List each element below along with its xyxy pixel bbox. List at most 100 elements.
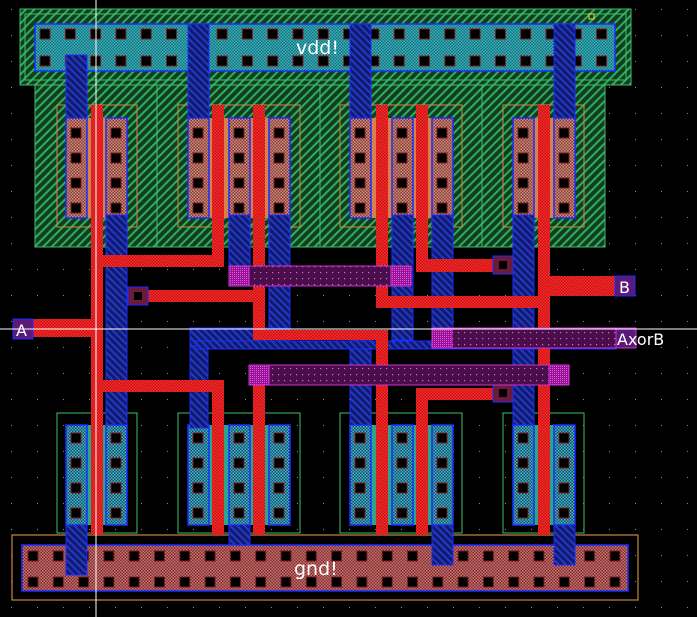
contact (78, 576, 90, 588)
origin-marker (588, 13, 595, 20)
contact (192, 152, 204, 164)
contact (280, 576, 292, 588)
contact (292, 28, 304, 40)
contact (70, 482, 82, 494)
contact (508, 550, 520, 562)
contact (354, 507, 366, 519)
contact (381, 576, 393, 588)
contact (27, 576, 39, 588)
contact (70, 177, 82, 189)
contact (305, 550, 317, 562)
contact (558, 202, 570, 214)
contact (192, 202, 204, 214)
contact (128, 550, 140, 562)
contact (407, 576, 418, 588)
contact (110, 432, 122, 444)
contact (64, 28, 76, 40)
pin-out-box[interactable] (615, 327, 637, 349)
contact (508, 576, 520, 588)
contact (273, 127, 285, 139)
contact (166, 28, 177, 40)
contact (140, 28, 152, 40)
contact (558, 482, 570, 494)
contact (70, 457, 82, 469)
poly-layer[interactable] (13, 105, 628, 535)
contact (267, 28, 279, 40)
contact (457, 576, 469, 588)
contact (396, 432, 408, 444)
pin-b-box[interactable] (614, 275, 636, 297)
contact (517, 202, 529, 214)
contact (204, 550, 216, 562)
contact (255, 576, 267, 588)
contact (70, 507, 82, 519)
contact (469, 28, 481, 40)
contact (216, 28, 228, 40)
contact (233, 432, 245, 444)
contact (52, 550, 64, 562)
contact (255, 550, 267, 562)
contact (233, 457, 245, 469)
contact (128, 576, 140, 588)
contact (354, 127, 366, 139)
contact (110, 177, 122, 189)
contact (280, 550, 292, 562)
contact (273, 432, 285, 444)
contact (110, 457, 122, 469)
contact (229, 576, 241, 588)
contact (517, 177, 529, 189)
vdd-rail[interactable] (19, 8, 632, 86)
pin-out-label: AxorB (617, 330, 664, 349)
contact (436, 457, 448, 469)
contact (70, 432, 82, 444)
contact (558, 177, 570, 189)
contact (517, 152, 529, 164)
contact (273, 457, 285, 469)
contact (354, 482, 366, 494)
contact (558, 507, 570, 519)
nwell-region (34, 84, 606, 248)
contact (39, 55, 51, 67)
contact (596, 55, 608, 67)
contact (432, 576, 444, 588)
contact (356, 550, 368, 562)
contact (39, 28, 51, 40)
contact (419, 55, 430, 67)
contact (305, 576, 317, 588)
pin-a-label: A (16, 321, 27, 340)
contact (419, 28, 430, 40)
contact (436, 202, 448, 214)
gnd-contact-row (27, 550, 621, 588)
contact (469, 55, 481, 67)
contact (115, 55, 127, 67)
contact (273, 482, 285, 494)
contact (517, 457, 529, 469)
pin-boxes[interactable] (12, 275, 637, 349)
contact (273, 507, 285, 519)
contact (482, 576, 494, 588)
contact (192, 127, 204, 139)
contact (70, 202, 82, 214)
contact (110, 152, 122, 164)
contact (233, 177, 245, 189)
contact (233, 127, 245, 139)
via-layer (228, 265, 570, 386)
contact (166, 55, 177, 67)
contact (192, 457, 204, 469)
contact (354, 177, 366, 189)
contact (110, 482, 122, 494)
contact (436, 127, 448, 139)
contact (396, 507, 408, 519)
contact (192, 177, 204, 189)
contact (494, 55, 506, 67)
gnd-rail[interactable] (11, 534, 639, 601)
contact (520, 28, 532, 40)
contact (436, 507, 448, 519)
contact (584, 550, 596, 562)
contact (273, 152, 285, 164)
contact (273, 177, 285, 189)
contact (482, 550, 494, 562)
contact (457, 550, 469, 562)
